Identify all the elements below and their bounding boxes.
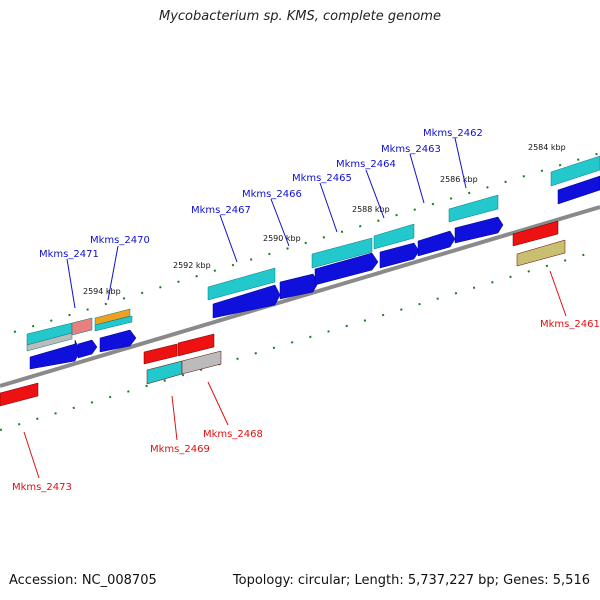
gene-label[interactable]: Mkms_2464 <box>336 159 396 170</box>
gene-label[interactable]: Mkms_2470 <box>90 235 150 246</box>
feature-box[interactable] <box>177 333 215 357</box>
reverse-feature-track <box>0 220 566 407</box>
gene-label[interactable]: Mkms_2466 <box>242 189 302 200</box>
leader-line <box>219 214 238 263</box>
gene-arrow[interactable] <box>212 284 281 319</box>
feature-box[interactable] <box>143 343 178 365</box>
feature-box[interactable] <box>207 267 276 301</box>
leader-line <box>207 381 229 426</box>
kbp-label: 2592 kbp <box>173 261 211 270</box>
gene-label[interactable]: Mkms_2462 <box>423 128 483 139</box>
gene-arrow[interactable] <box>379 242 420 269</box>
feature-box[interactable] <box>516 239 566 267</box>
gene-label[interactable]: Mkms_2461 <box>540 319 600 330</box>
accession-text: Accession: NC_008705 <box>9 573 157 588</box>
feature-box[interactable] <box>0 382 39 407</box>
gene-arrow[interactable] <box>454 216 504 244</box>
feature-box[interactable] <box>373 223 415 250</box>
gene-label[interactable]: Mkms_2473 <box>12 482 72 493</box>
feature-box[interactable] <box>550 155 600 187</box>
feature-box[interactable] <box>181 350 222 375</box>
gene-label[interactable]: Mkms_2469 <box>150 444 210 455</box>
topology-text: Topology: circular; Length: 5,737,227 bp… <box>232 573 590 588</box>
gene-label[interactable]: Mkms_2467 <box>191 205 251 216</box>
map-title: Mycobacterium sp. KMS, complete genome <box>159 9 441 24</box>
leader-line <box>171 395 178 441</box>
genome-backbone <box>0 205 600 388</box>
leader-line <box>319 182 338 233</box>
gene-label[interactable]: Mkms_2471 <box>39 249 99 260</box>
feature-box[interactable] <box>94 308 131 326</box>
kbp-label: 2586 kbp <box>440 175 478 184</box>
feature-box[interactable] <box>311 237 373 269</box>
reverse-gene-labels: Mkms_2461 Mkms_2468 Mkms_2469 Mkms_2473 <box>12 319 600 493</box>
kbp-label: 2590 kbp <box>263 234 301 243</box>
gene-arrow[interactable] <box>77 339 98 359</box>
gene-arrow[interactable] <box>417 230 456 257</box>
feature-box[interactable] <box>71 317 93 336</box>
feature-box[interactable] <box>448 194 499 223</box>
feature-box[interactable] <box>26 332 73 352</box>
feature-box[interactable] <box>94 315 133 332</box>
gene-arrow[interactable] <box>557 175 600 205</box>
leader-line <box>409 153 425 204</box>
gene-arrow[interactable] <box>99 329 137 353</box>
gene-label[interactable]: Mkms_2463 <box>381 144 441 155</box>
kbp-label: 2584 kbp <box>528 143 566 152</box>
gene-label[interactable]: Mkms_2465 <box>292 173 352 184</box>
leader-line <box>365 169 385 219</box>
gene-arrow[interactable] <box>279 273 319 300</box>
feature-box[interactable] <box>512 220 559 247</box>
reverse-leaders <box>23 270 567 479</box>
leader-line <box>549 270 567 317</box>
kbp-label: 2588 kbp <box>352 205 390 214</box>
forward-leaders <box>66 137 467 309</box>
leader-line <box>270 198 290 247</box>
gene-label[interactable]: Mkms_2468 <box>203 429 263 440</box>
forward-cds-track <box>29 175 600 370</box>
kbp-labels: 2584 kbp 2586 kbp 2588 kbp 2590 kbp 2592… <box>83 143 566 296</box>
forward-feature-track <box>26 155 600 352</box>
leader-line <box>23 431 40 479</box>
leader-line <box>66 258 76 309</box>
leader-line <box>107 245 119 301</box>
kbp-label: 2594 kbp <box>83 287 121 296</box>
leader-line <box>454 137 467 189</box>
forward-gene-labels: Mkms_2462 Mkms_2463 Mkms_2464 Mkms_2465 … <box>39 128 483 260</box>
gene-arrow[interactable] <box>314 252 379 286</box>
